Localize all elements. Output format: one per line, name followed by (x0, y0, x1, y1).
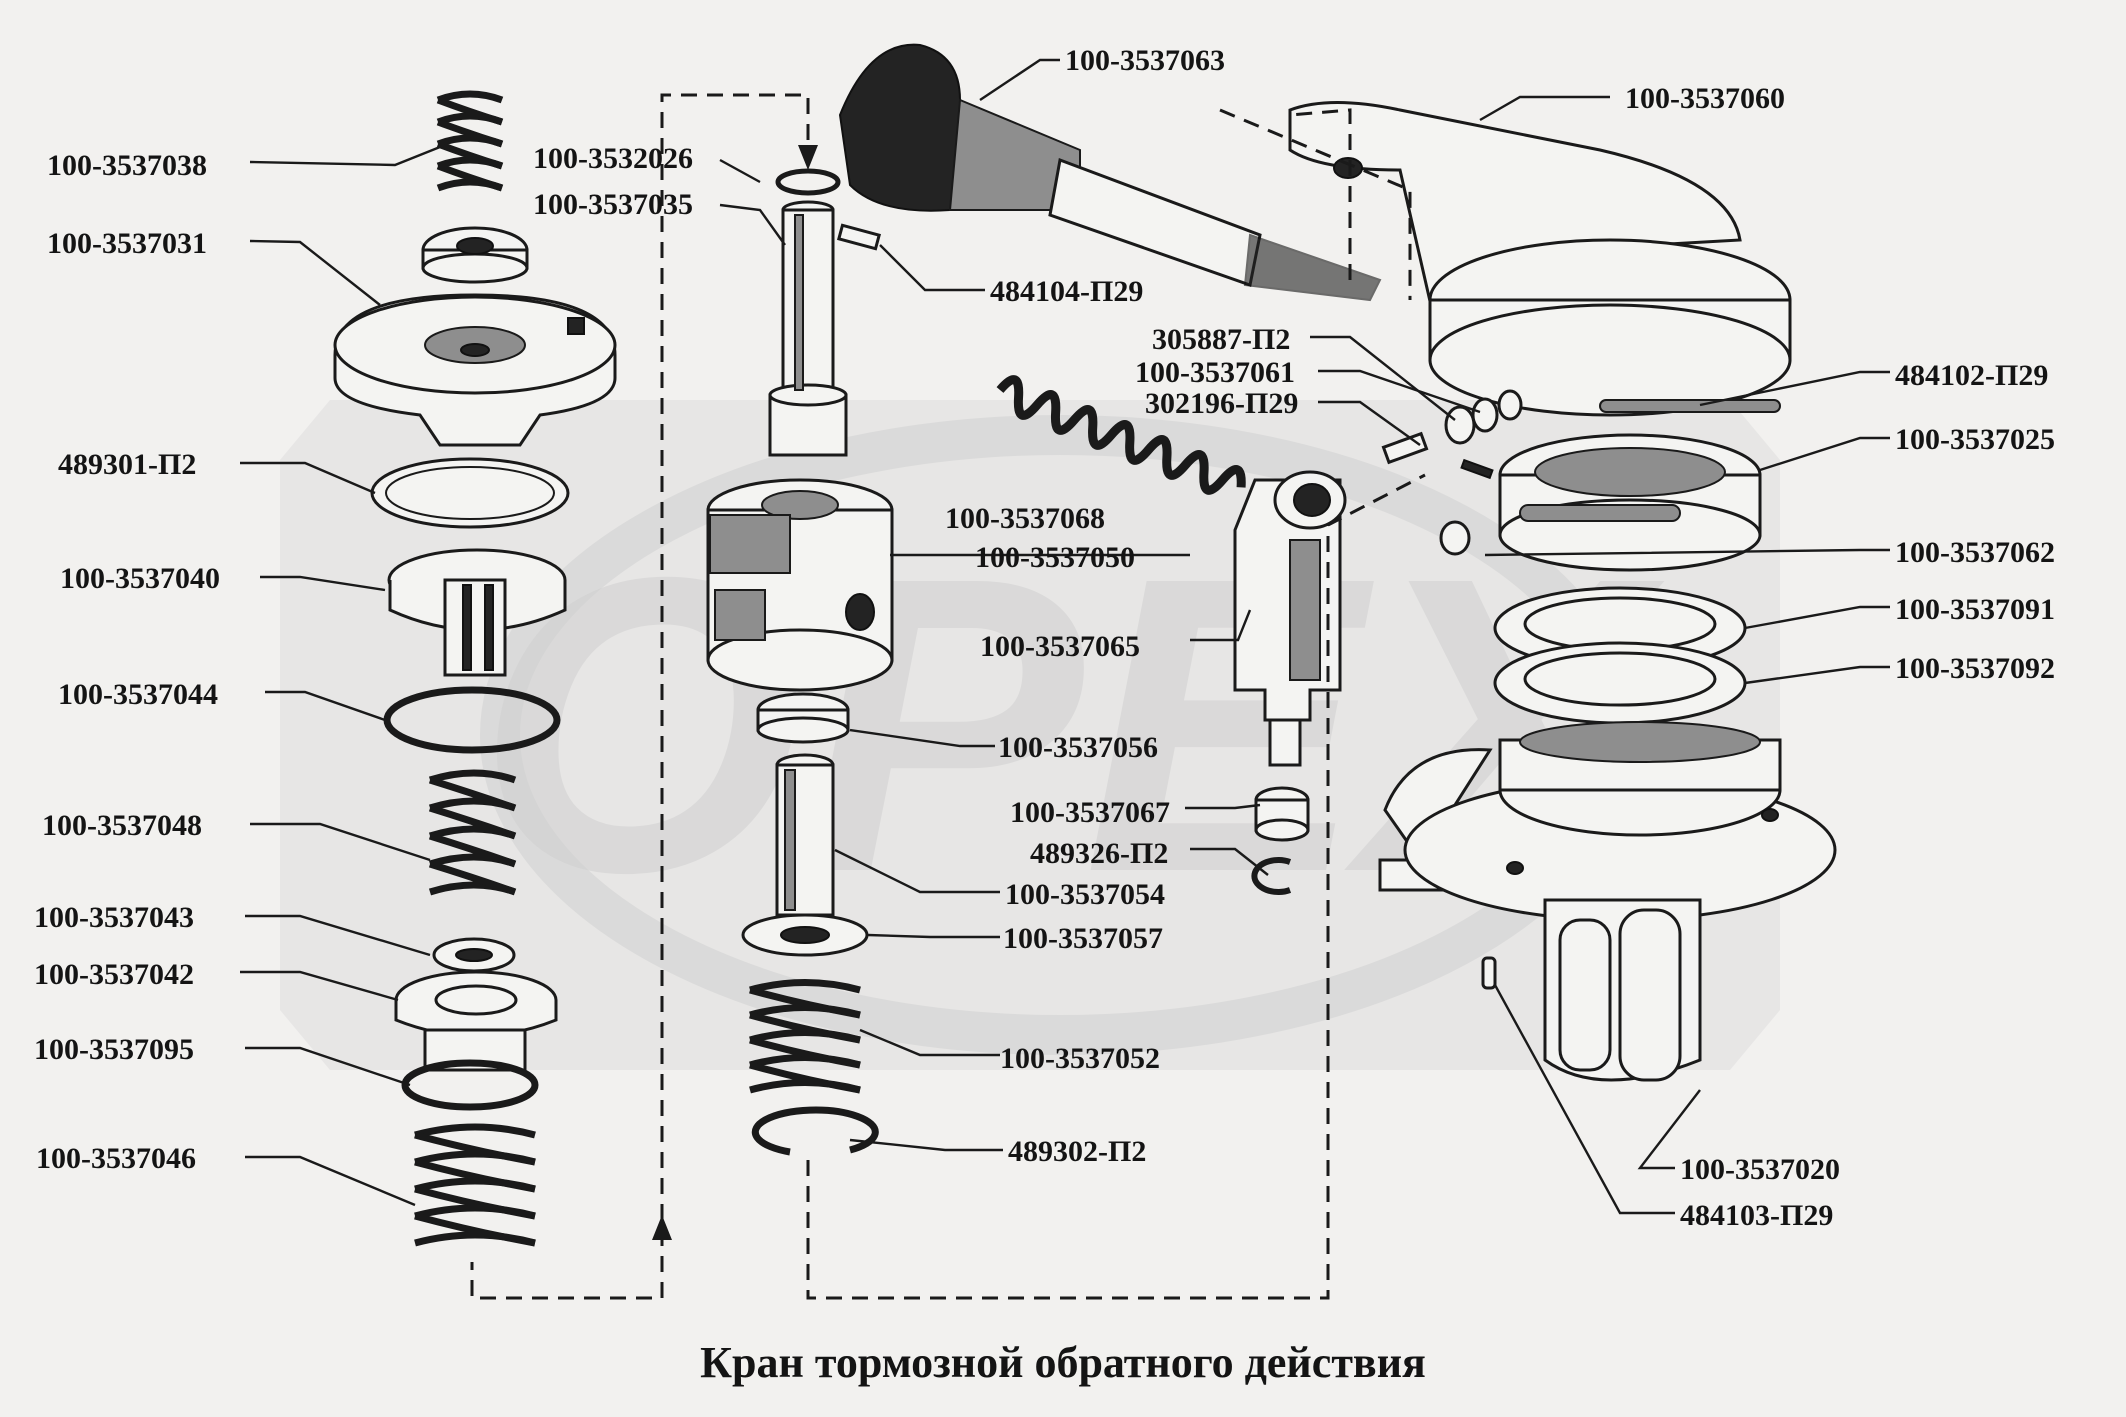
part-labels: 100-3537038 100-3537031 489301-П2 100-35… (34, 44, 2055, 1232)
part-ring-3537025 (1498, 433, 1762, 572)
label-489326-p2: 489326-П2 (1030, 837, 1168, 870)
label-100-3537062: 100-3537062 (1895, 536, 2055, 569)
part-spring-3537046 (414, 1123, 536, 1247)
part-disk-3537031 (333, 293, 617, 447)
label-100-3537025: 100-3537025 (1895, 423, 2055, 456)
part-body-3537050 (706, 478, 894, 692)
label-489301-p2: 489301-П2 (58, 448, 196, 481)
part-plug-3537067 (1254, 786, 1310, 842)
label-100-3537048: 100-3537048 (42, 809, 202, 842)
part-spring-3537068 (996, 375, 1246, 495)
part-washer-top (421, 226, 529, 284)
part-ring-3537044 (383, 686, 561, 754)
label-100-3537063: 100-3537063 (1065, 44, 1225, 77)
part-ring-489326 (1251, 857, 1292, 895)
label-100-3537046: 100-3537046 (36, 1142, 196, 1175)
label-100-3537060: 100-3537060 (1625, 82, 1785, 115)
part-handle-3537060 (1288, 101, 1792, 417)
label-100-3532026: 100-3532026 (533, 142, 693, 175)
label-100-3537043: 100-3537043 (34, 901, 194, 934)
label-100-3537042: 100-3537042 (34, 958, 194, 991)
part-valve-3537054 (775, 753, 835, 917)
part-pin-484104 (836, 223, 882, 251)
part-pin-3537035 (768, 200, 848, 457)
assembly-route-lines (470, 93, 1426, 1300)
label-100-3537035: 100-3537035 (533, 188, 693, 221)
label-305887-p2: 305887-П2 (1152, 323, 1290, 356)
label-100-3537052: 100-3537052 (1000, 1042, 1160, 1075)
part-boot-3537063 (838, 43, 1382, 302)
label-100-3537061: 100-3537061 (1135, 356, 1295, 389)
part-gasket-3537092 (1493, 641, 1747, 725)
part-washer-3537043 (432, 937, 516, 973)
part-spring-3537052 (749, 979, 861, 1094)
label-484104-p29: 484104-П29 (990, 275, 1143, 308)
label-100-3537054: 100-3537054 (1005, 878, 1165, 911)
label-302196-p29: 302196-П29 (1145, 387, 1298, 420)
watermark-logo: OPEX (280, 400, 1780, 1070)
leader-lines (240, 58, 1890, 1215)
label-100-3537040: 100-3537040 (60, 562, 220, 595)
label-100-3537031: 100-3537031 (47, 227, 207, 260)
part-ring-489301 (370, 457, 570, 529)
part-seal-3537056 (756, 692, 850, 744)
part-housing-3537020 (1378, 721, 1837, 1082)
label-100-3537044: 100-3537044 (58, 678, 218, 711)
label-484102-p29: 484102-П29 (1895, 359, 2048, 392)
part-spring-3537038 (436, 90, 504, 192)
part-spring-3537048 (428, 769, 517, 896)
part-fork-3537065 (1233, 470, 1347, 767)
diagram-caption: Кран тормозной обратного действия (700, 1338, 1426, 1387)
label-484103-p29: 484103-П29 (1680, 1199, 1833, 1232)
label-100-3537068: 100-3537068 (945, 502, 1105, 535)
label-489302-p2: 489302-П2 (1008, 1135, 1146, 1168)
label-100-3537067: 100-3537067 (1010, 796, 1170, 829)
label-100-3537020: 100-3537020 (1680, 1153, 1840, 1186)
part-pin-484103 (1481, 956, 1497, 990)
label-100-3537095: 100-3537095 (34, 1033, 194, 1066)
part-ring-489302 (751, 1106, 879, 1156)
label-100-3537056: 100-3537056 (998, 731, 1158, 764)
label-100-3537092: 100-3537092 (1895, 652, 2055, 685)
part-ring-3532026 (775, 168, 841, 196)
part-valve-3537040 (387, 548, 567, 677)
part-ring-3537095 (401, 1059, 539, 1111)
label-100-3537038: 100-3537038 (47, 149, 207, 182)
label-100-3537091: 100-3537091 (1895, 593, 2055, 626)
part-washer-3537057 (741, 913, 869, 957)
label-100-3537057: 100-3537057 (1003, 922, 1163, 955)
label-100-3537065: 100-3537065 (980, 630, 1140, 663)
label-100-3537050: 100-3537050 (975, 541, 1135, 574)
